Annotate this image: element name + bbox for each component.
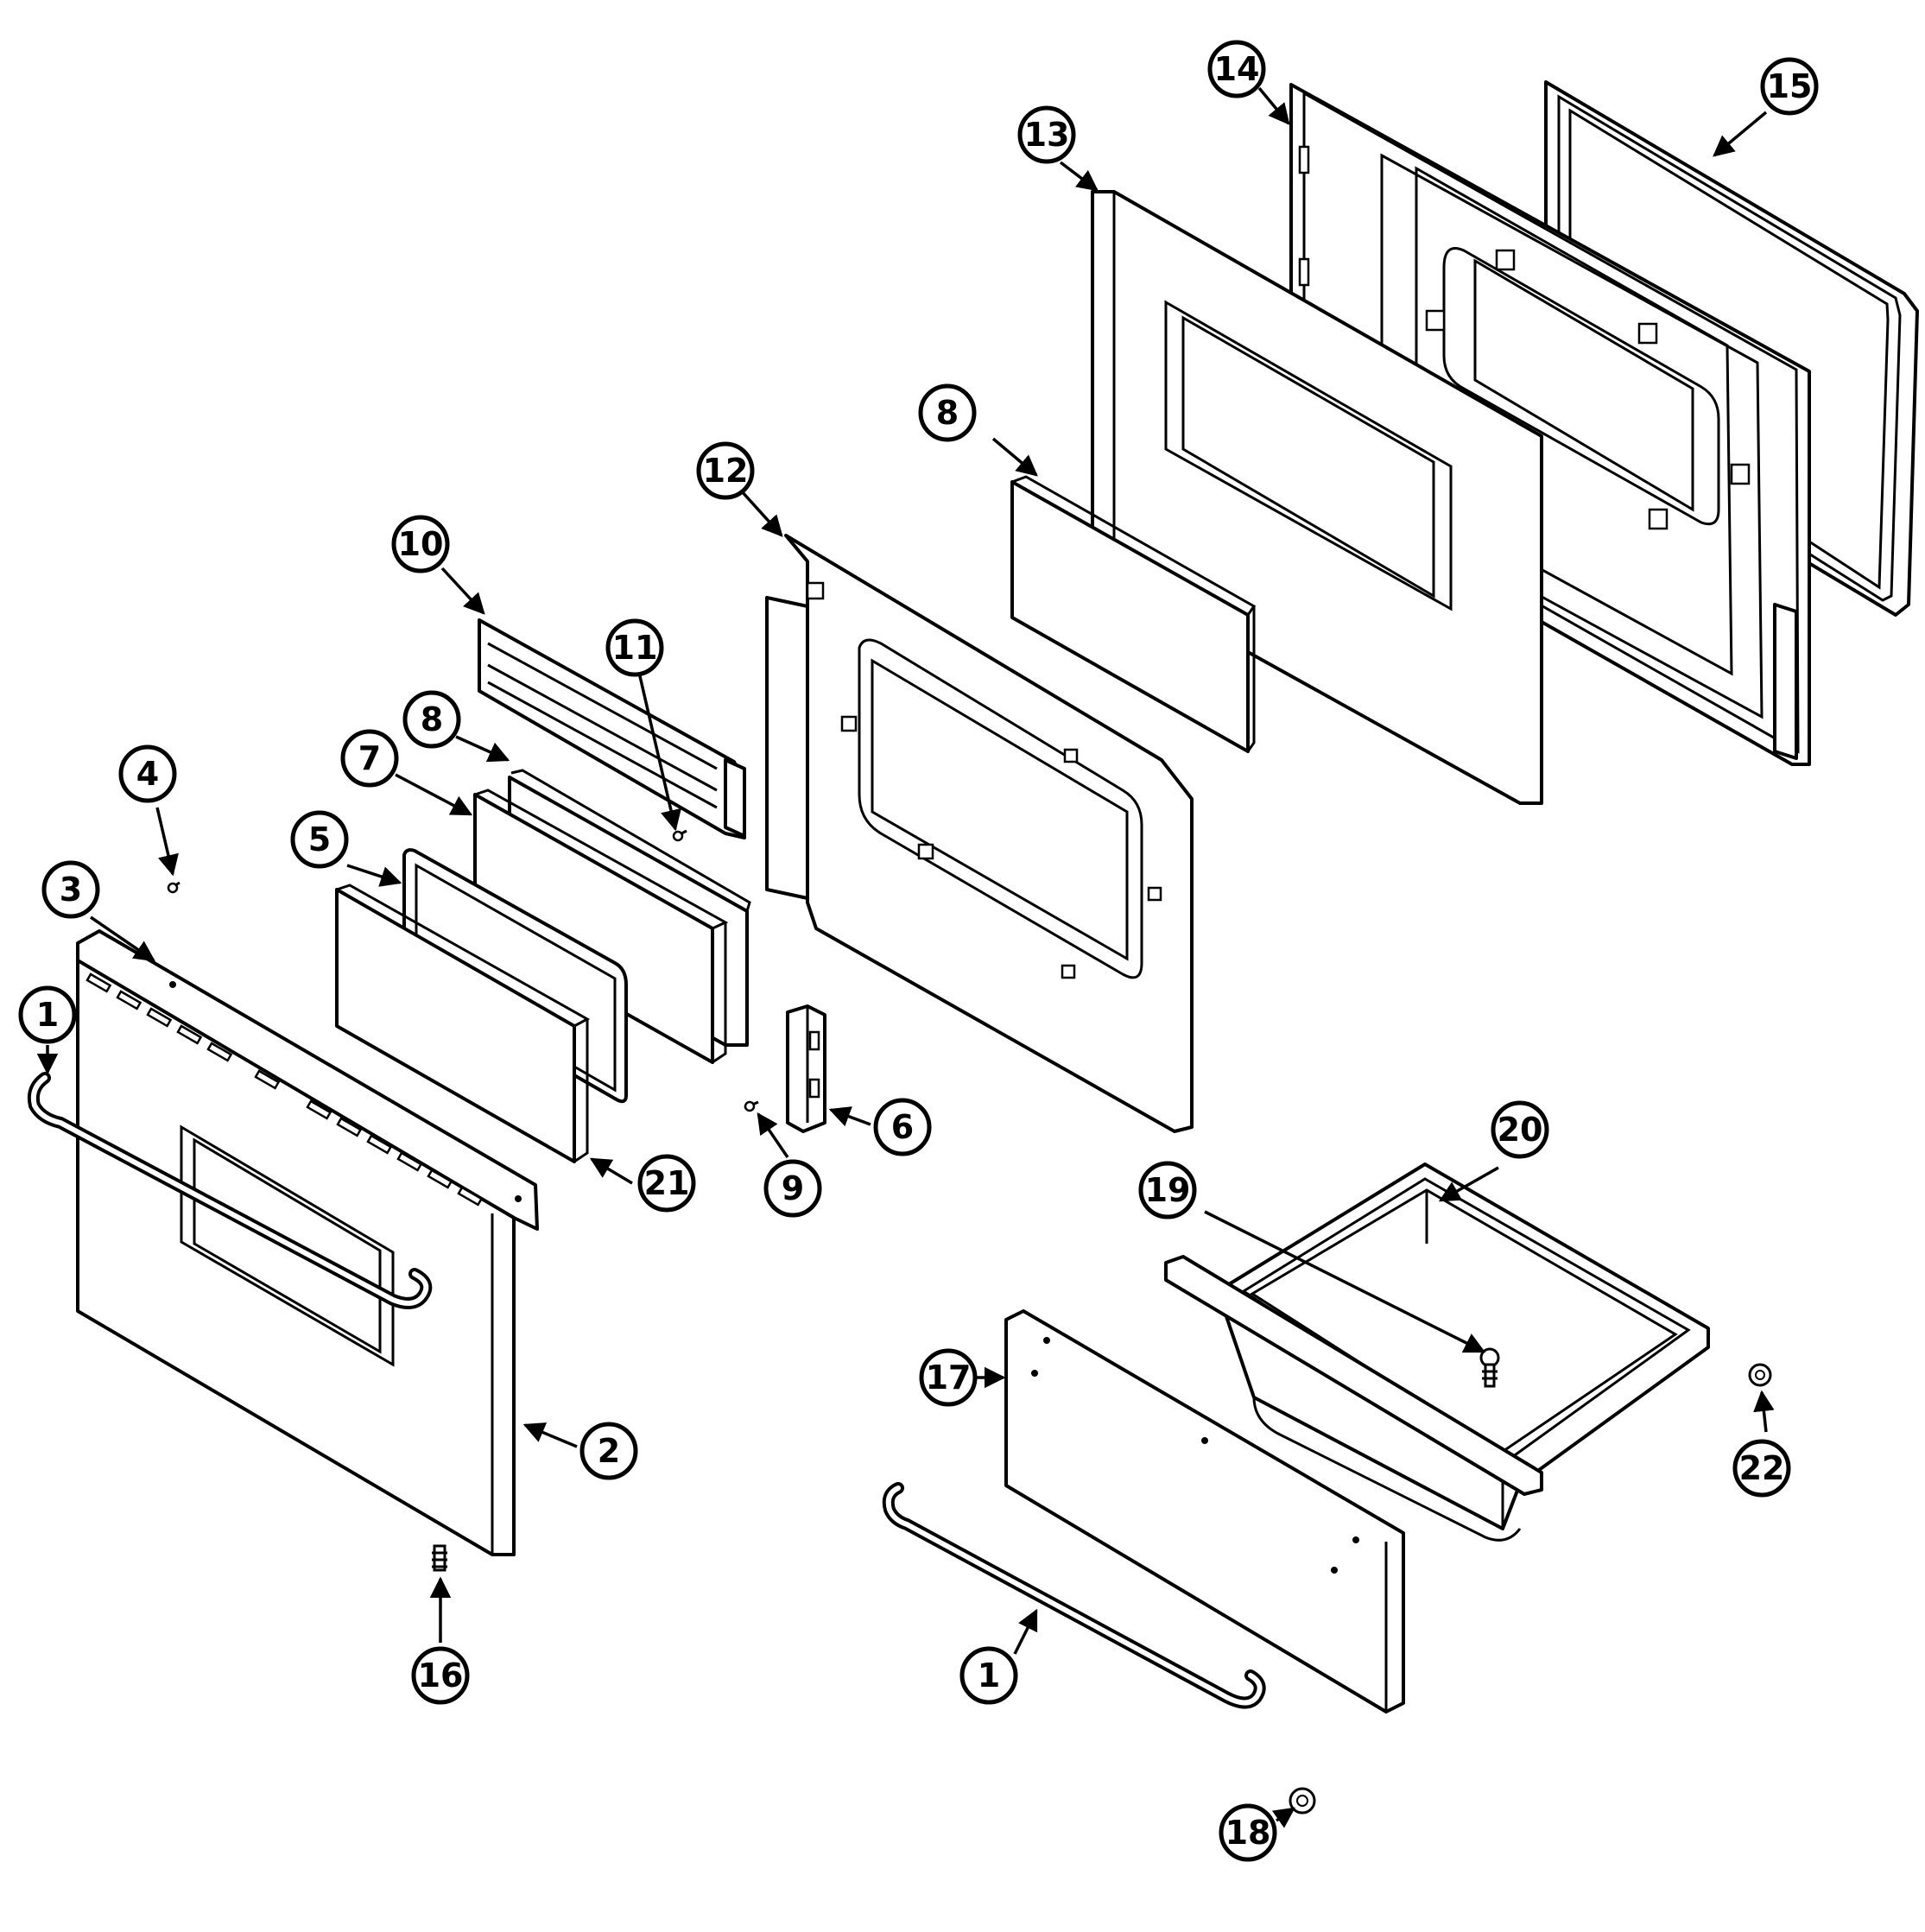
callout-2-label: 2 xyxy=(598,1432,620,1470)
callout-12-label: 12 xyxy=(703,452,749,490)
callout-14: 14 xyxy=(1207,40,1266,98)
inner-door-panel xyxy=(765,534,1194,1133)
callout-6-label: 6 xyxy=(891,1108,914,1146)
screw-11 xyxy=(672,829,687,842)
callout-8-label: 8 xyxy=(421,700,443,738)
callout-6: 6 xyxy=(873,1098,932,1156)
door-top-vent-bracket xyxy=(478,618,746,839)
front-glass-panel xyxy=(335,884,591,1163)
callout-7-label: 7 xyxy=(358,739,381,777)
callout-4-label: 4 xyxy=(136,755,159,793)
screw-9 xyxy=(744,1100,759,1112)
callout-17: 17 xyxy=(919,1348,978,1407)
callout-8-upper: 8 xyxy=(918,383,977,442)
drawer-front-panel xyxy=(1004,1309,1405,1713)
callout-leaders xyxy=(36,86,1775,1828)
hinge-bracket xyxy=(786,1004,826,1133)
callout-2: 2 xyxy=(579,1422,638,1480)
callout-9: 9 xyxy=(763,1159,822,1218)
callout-17-label: 17 xyxy=(926,1359,972,1397)
callout-20: 20 xyxy=(1491,1100,1549,1159)
drawer-rail xyxy=(1164,1255,1543,1496)
callout-1-label: 1 xyxy=(36,996,59,1034)
callout-11-label: 11 xyxy=(612,629,658,667)
callout-19-label: 19 xyxy=(1145,1171,1191,1209)
callout-11: 11 xyxy=(605,618,664,677)
callout-18: 18 xyxy=(1219,1803,1277,1862)
inner-door-liner xyxy=(1289,83,1811,766)
callout-22-label: 22 xyxy=(1739,1449,1785,1487)
callout-13: 13 xyxy=(1017,105,1076,164)
nut-22 xyxy=(1748,1363,1772,1387)
callout-16: 16 xyxy=(411,1646,470,1705)
callout-16-label: 16 xyxy=(418,1656,464,1694)
callout-3-label: 3 xyxy=(60,871,82,909)
callout-5-label: 5 xyxy=(308,820,331,858)
callout-18-label: 18 xyxy=(1225,1814,1271,1852)
callout-21: 21 xyxy=(637,1154,696,1213)
callout-12: 12 xyxy=(696,441,755,500)
callout-3: 3 xyxy=(41,860,100,919)
callout-20-label: 20 xyxy=(1498,1111,1543,1149)
callout-7: 7 xyxy=(340,729,399,788)
screw-4 xyxy=(167,881,180,894)
callout-10: 10 xyxy=(391,515,450,573)
callout-19: 19 xyxy=(1138,1161,1197,1219)
callout-5: 5 xyxy=(290,810,349,869)
callout-8-upper-label: 8 xyxy=(936,394,959,432)
drawer-handle xyxy=(882,1482,1266,1709)
screw-16 xyxy=(432,1544,447,1572)
callout-1-lower-label: 1 xyxy=(978,1656,1000,1694)
callout-9-label: 9 xyxy=(782,1169,804,1207)
screw-19 xyxy=(1479,1347,1500,1388)
callout-15-label: 15 xyxy=(1767,67,1813,105)
callout-22: 22 xyxy=(1732,1439,1791,1498)
callout-10-label: 10 xyxy=(398,525,444,563)
callout-15: 15 xyxy=(1760,57,1819,116)
callout-13-label: 13 xyxy=(1024,116,1070,154)
nut-18 xyxy=(1289,1787,1316,1815)
door-handle-upper xyxy=(27,1072,433,1309)
callout-4: 4 xyxy=(118,744,177,803)
callout-8-middle: 8 xyxy=(402,690,461,749)
outer-door-front-panel xyxy=(76,959,516,1556)
callout-14-label: 14 xyxy=(1214,50,1260,88)
callout-1-upper: 1 xyxy=(18,985,77,1044)
callout-21-label: 21 xyxy=(644,1164,690,1202)
glass-panel-upper xyxy=(1010,475,1257,753)
callout-1-lower: 1 xyxy=(959,1646,1018,1705)
door-vent-slots xyxy=(85,972,484,1207)
